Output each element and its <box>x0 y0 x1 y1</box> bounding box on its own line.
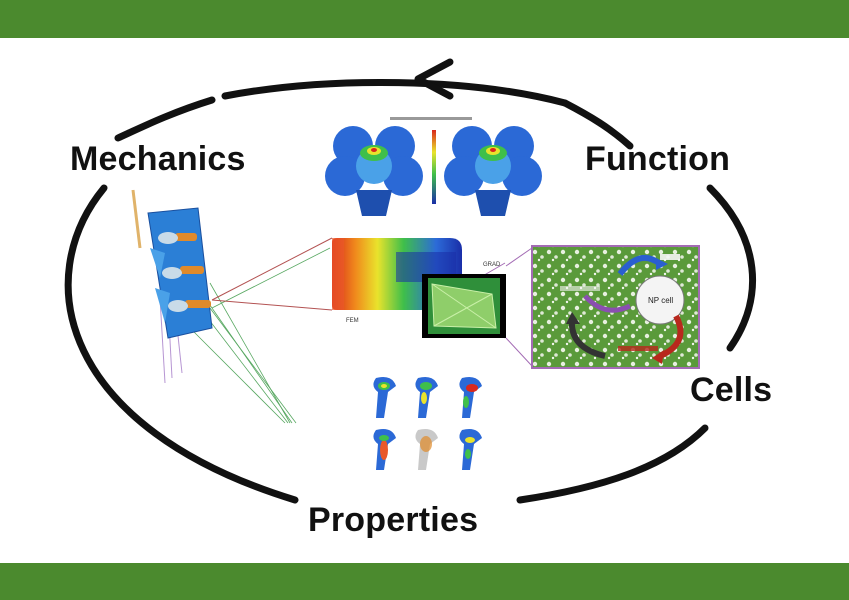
fe-render-top-left <box>325 126 423 216</box>
diagram-canvas: FEM GRAD NP cell <box>64 58 757 504</box>
femur-render <box>373 377 396 418</box>
cycle-arc-right <box>706 184 757 352</box>
spine-model <box>131 189 331 424</box>
cycle-arc-top <box>221 78 569 107</box>
stage-label-cells: Cells <box>690 371 773 409</box>
stage-label-mechanics: Mechanics <box>70 140 246 178</box>
gradient-label: GRAD <box>483 262 501 268</box>
np-cell-label: NP cell <box>648 296 673 305</box>
femur-render <box>415 377 438 418</box>
cycle-arc-bottom-right <box>516 424 709 504</box>
cycle-loop <box>64 78 757 504</box>
cycle-arc-left <box>64 184 299 504</box>
arrow-head-icon <box>414 58 454 100</box>
plot-title-stub <box>390 117 472 120</box>
femur-render-grid <box>373 377 482 470</box>
femur-render <box>459 377 482 418</box>
footer-band <box>0 563 849 600</box>
fe-render-top-right <box>444 126 542 216</box>
header-band <box>0 0 849 38</box>
cycle-diagram: FEM GRAD NP cell <box>0 38 849 563</box>
femur-render <box>373 429 396 470</box>
cycle-arc-top-right <box>561 99 634 150</box>
zoom-inset <box>422 262 506 339</box>
stage-label-properties: Properties <box>308 501 479 539</box>
cycle-arc-top-left <box>114 96 216 142</box>
fem-label: FEM <box>346 318 359 324</box>
cell-micrograph <box>505 245 700 369</box>
femur-render <box>459 429 482 470</box>
stage-label-function: Function <box>585 140 731 178</box>
femur-render <box>415 429 438 470</box>
color-scale-bar <box>432 130 436 204</box>
